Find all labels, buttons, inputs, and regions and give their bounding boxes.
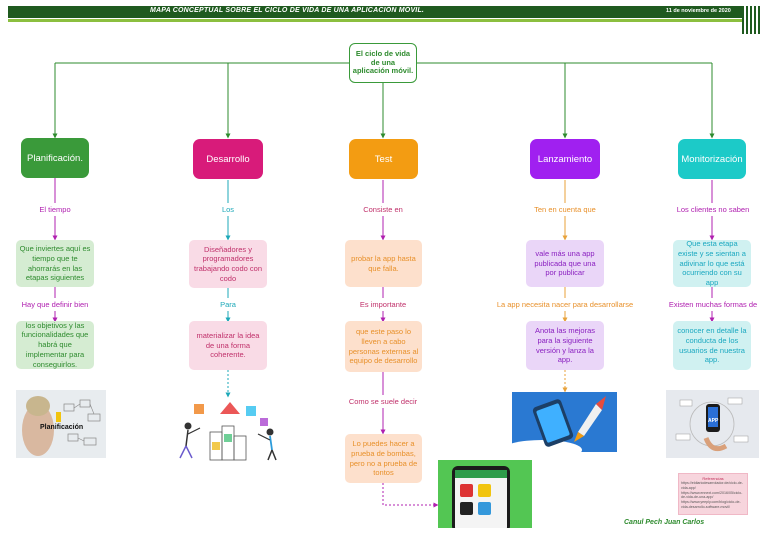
references-box: Referencias https://eldiariodesarrolador… <box>678 473 748 515</box>
central-concept-node: El ciclo de vida de una aplicación móvil… <box>349 43 417 83</box>
concept-box: que este paso lo lleven a cabo personas … <box>345 321 422 372</box>
concept-box: Lo puedes hacer a prueba de bombas, pero… <box>345 434 422 483</box>
node-test: Test <box>349 139 418 179</box>
link-label: Ten en cuenta que <box>534 205 596 214</box>
link-label: Es importante <box>359 300 407 309</box>
link-label: Existen muchas formas de <box>668 300 758 309</box>
image-caption: Planificación <box>40 424 84 431</box>
concept-box: los objetivos y las funcionalidades que … <box>16 321 94 369</box>
link-label: Como se suele decir <box>348 397 418 406</box>
link-label: Los clientes no saben <box>676 205 750 214</box>
phone-app-image <box>438 460 532 528</box>
page-date: 11 de noviembre de 2020 <box>666 8 731 14</box>
reference-item[interactable]: https://www.ennext.com/2016/05/ciclo-de-… <box>681 490 743 500</box>
concept-box: Que esta etapa existe y se sientan a adi… <box>673 239 751 287</box>
team-illustration <box>174 396 284 462</box>
link-label: Consiste en <box>363 205 403 214</box>
concept-box: Anota las mejoras para la siguiente vers… <box>526 321 604 370</box>
node-lanzamiento: Lanzamiento <box>530 139 600 179</box>
link-label: Para <box>220 300 236 309</box>
link-label: Los <box>221 205 235 214</box>
node-monitorizacion: Monitorización <box>678 139 746 179</box>
concept-box: conocer en detalle la conducta de los us… <box>673 321 751 370</box>
concept-box: materializar la idea de una forma cohere… <box>189 321 267 370</box>
header-band <box>8 6 743 18</box>
concept-box: vale más una app publicada que una por p… <box>526 240 604 287</box>
concept-box: probar la app hasta que falla. <box>345 240 422 287</box>
concept-box: Diseñadores y programadores trabajando c… <box>189 240 267 288</box>
link-label: Hay que definir bien <box>21 300 89 309</box>
node-desarrollo: Desarrollo <box>193 139 263 179</box>
link-label: La app necesita nacer para desarrollarse <box>496 300 634 309</box>
header-barcode-decoration <box>742 6 762 34</box>
reference-item[interactable]: https://www.yeeply.com/blog/ciclo-de-vid… <box>681 499 741 509</box>
header-stripe <box>8 19 743 22</box>
image-caption: APP <box>708 418 719 424</box>
header-bar: MAPA CONCEPTUAL SOBRE EL CICLO DE VIDA D… <box>0 0 768 22</box>
node-planificacion: Planificación. <box>21 138 89 178</box>
app-monitoring-image: APP <box>666 390 759 458</box>
concept-box: Que inviertes aquí es tiempo que te ahor… <box>16 240 94 287</box>
planning-illustration: Planificación <box>16 390 106 458</box>
rocket-launch-image <box>512 392 617 452</box>
reference-item[interactable]: https://eldiariodesarrolador.de/ciclo-de… <box>681 481 743 490</box>
page-title: MAPA CONCEPTUAL SOBRE EL CICLO DE VIDA D… <box>150 7 425 14</box>
references-title: Referencias <box>702 476 724 481</box>
link-label: El tiempo <box>39 205 71 214</box>
author-name: Canul Pech Juan Carlos <box>624 519 705 526</box>
